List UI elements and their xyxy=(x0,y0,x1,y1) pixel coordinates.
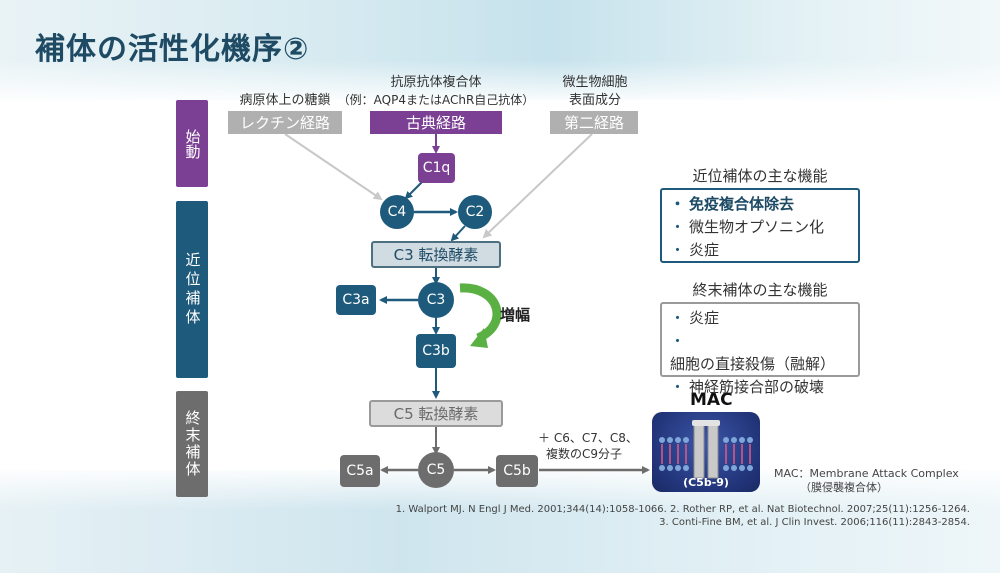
alternative-pathway: 第二経路 xyxy=(550,111,638,134)
terminal-item: ・神経筋接合部の破壊 xyxy=(670,378,825,396)
proximal-item: ・炎症 xyxy=(670,241,720,259)
arrow-c2-c3conv xyxy=(450,225,466,242)
classical-caption-2: （例：AQP4またはAChR自己抗体） xyxy=(337,93,535,107)
classical-caption-1: 抗原抗体複合体 xyxy=(390,75,482,90)
amplification-label: 増幅 xyxy=(500,306,531,324)
mac-complex: (C5b-9) xyxy=(652,412,760,492)
c5-convertase: C5 転換酵素 xyxy=(369,400,503,427)
arrow-alternative-c3conv xyxy=(482,133,593,239)
c5b-node: C5b xyxy=(496,455,538,487)
terminal-item-text: 炎症 xyxy=(689,309,720,327)
page-title: 補体の活性化機序② xyxy=(35,32,310,67)
proximal-item: ・微生物オプソニン化 xyxy=(670,218,825,236)
arrow-c1q-c4 xyxy=(404,181,423,200)
terminal-panel: ・炎症 ・細胞の直接殺傷（融解） ・神経筋接合部の破壊 xyxy=(660,302,860,396)
c3-label: C3 xyxy=(426,292,446,308)
c1q-node: C1q xyxy=(418,153,455,183)
mac-note-1: MAC：Membrane Attack Complex xyxy=(774,467,959,480)
c3-convertase-label: C3 転換酵素 xyxy=(393,246,479,264)
lectin-caption: 病原体上の糖鎖 xyxy=(239,93,331,108)
classical-pathway-label: 古典経路 xyxy=(405,114,466,132)
alternative-pathway-label: 第二経路 xyxy=(563,114,624,132)
lectin-pathway-label: レクチン経路 xyxy=(239,114,330,132)
c1q-label: C1q xyxy=(422,160,451,176)
proximal-item-text: 免疫複合体除去 xyxy=(689,195,795,213)
reference-line-2: 3. Conti-Fine BM, et al. J Clin Invest. … xyxy=(659,517,970,528)
terminal-item-text: 細胞の直接殺傷（融解） xyxy=(670,355,836,373)
alternative-caption-2: 表面成分 xyxy=(568,93,621,108)
c3-convertase: C3 転換酵素 xyxy=(371,241,501,268)
c2-label: C2 xyxy=(465,204,485,220)
stage-proximal-label: 近位補体 xyxy=(183,251,202,328)
classical-pathway: 古典経路 xyxy=(370,111,502,134)
proximal-panel-title: 近位補体の主な機能 xyxy=(692,167,828,185)
c6-c9-note-2: 複数のC9分子 xyxy=(546,447,623,461)
c6-c9-note-1: ＋ C6、C7、C8、 xyxy=(538,431,638,445)
mac-title: MAC xyxy=(690,390,733,410)
terminal-panel-title: 終末補体の主な機能 xyxy=(692,281,828,299)
stage-terminal: 終末補体 xyxy=(176,391,208,497)
amplification-arrow xyxy=(459,283,502,343)
c3b-label: C3b xyxy=(422,343,450,359)
c4-label: C4 xyxy=(387,204,407,220)
proximal-item-text: 微生物オプソニン化 xyxy=(689,218,825,236)
terminal-item: ・細胞の直接殺傷（融解） xyxy=(670,332,836,373)
proximal-panel: ・免疫複合体除去 ・微生物オプソニン化 ・炎症 xyxy=(660,188,860,263)
arrow-lectin-c4 xyxy=(284,133,383,201)
amplification-arrowhead xyxy=(470,328,488,348)
stage-terminal-label: 終末補体 xyxy=(183,410,202,478)
terminal-item: ・炎症 xyxy=(670,309,720,327)
lectin-pathway: レクチン経路 xyxy=(228,111,342,134)
stage-proximal: 近位補体 xyxy=(176,201,208,378)
c3a-label: C3a xyxy=(342,292,370,308)
terminal-item-text: 神経筋接合部の破壊 xyxy=(689,378,825,396)
c5b-label: C5b xyxy=(503,463,531,479)
c4-node: C4 xyxy=(380,195,414,229)
proximal-item-text: 炎症 xyxy=(689,241,720,259)
mac-note-2: （膜侵襲複合体） xyxy=(800,481,888,494)
c5-label: C5 xyxy=(426,462,446,478)
c3-node: C3 xyxy=(418,282,454,318)
proximal-item: ・免疫複合体除去 xyxy=(670,195,795,213)
stage-initiation-label: 始動 xyxy=(183,128,202,159)
c5a-node: C5a xyxy=(340,455,380,487)
c3a-node: C3a xyxy=(336,285,376,315)
membrane-pore-icon xyxy=(659,420,753,479)
header-fade xyxy=(0,60,1000,105)
alternative-caption-1: 微生物細胞 xyxy=(562,75,628,90)
mac-sublabel: (C5b-9) xyxy=(683,476,729,489)
c5-node: C5 xyxy=(418,452,454,488)
c5a-label: C5a xyxy=(346,463,374,479)
c3b-node: C3b xyxy=(416,334,456,368)
c2-node: C2 xyxy=(458,195,492,229)
c5-convertase-label: C5 転換酵素 xyxy=(393,405,479,423)
stage-initiation: 始動 xyxy=(176,100,208,187)
reference-line-1: 1. Walport MJ. N Engl J Med. 2001;344(14… xyxy=(395,504,970,515)
